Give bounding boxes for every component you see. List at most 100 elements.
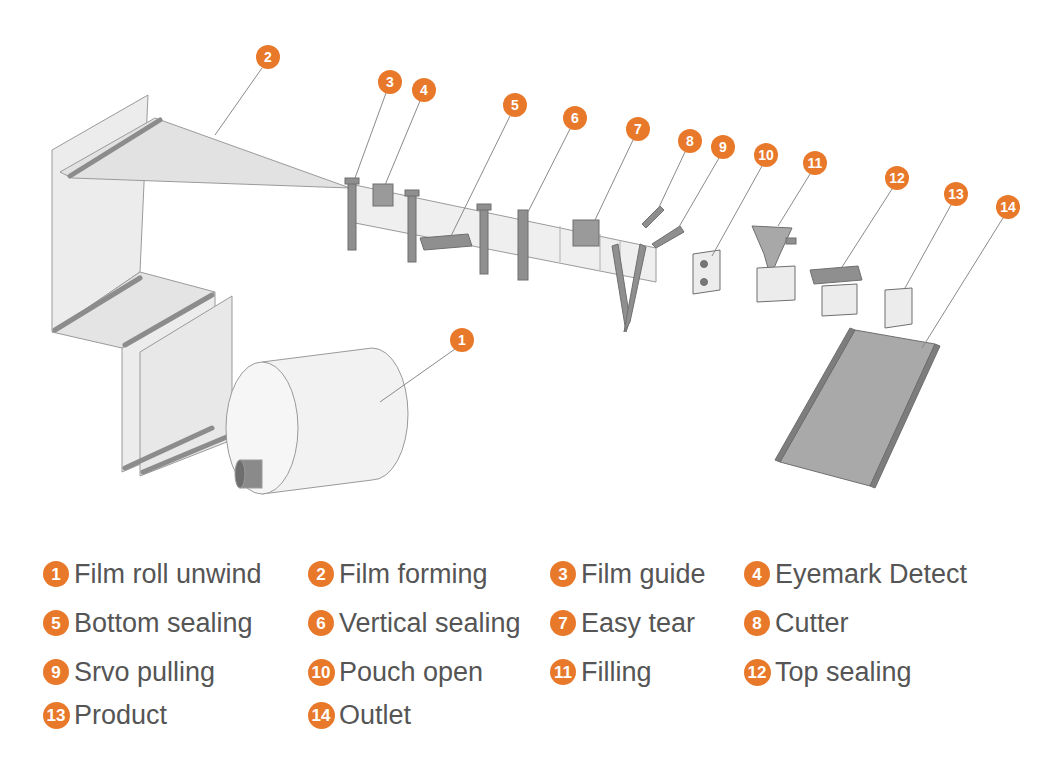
film-guide (345, 178, 359, 184)
leader-line (842, 189, 892, 267)
pouch (757, 266, 795, 302)
forming-triangle (60, 118, 350, 188)
callout-circle: 7 (550, 610, 576, 636)
callout-number: 9 (51, 664, 60, 681)
part-name: Film guide (581, 558, 706, 590)
leader-line (922, 218, 1003, 348)
callout-circle: 6 (308, 610, 334, 636)
callout-number: 14 (312, 707, 331, 724)
callout-number: 9 (719, 140, 727, 154)
callout-circle: 11 (803, 151, 827, 175)
part-name: Product (74, 699, 167, 731)
part-name: Outlet (339, 699, 411, 731)
part-name: Pouch open (339, 656, 483, 688)
servo-puller (652, 226, 684, 248)
bottom-sealer (420, 234, 472, 250)
callout-circle: 8 (744, 610, 770, 636)
callout-circle: 5 (503, 93, 527, 117)
callout-number: 7 (558, 615, 567, 632)
callout-circle: 8 (678, 129, 702, 153)
callout-number: 12 (889, 171, 905, 185)
callout-number: 12 (748, 664, 767, 681)
roller (70, 120, 160, 176)
vertical-sealer (518, 210, 528, 280)
roller (125, 295, 212, 345)
callout-circle: 13 (944, 182, 968, 206)
part-name: Bottom sealing (74, 607, 253, 639)
cutter (624, 244, 646, 332)
leader-line (380, 349, 455, 402)
part-name: Filling (581, 656, 652, 688)
callout-number: 11 (554, 664, 572, 681)
callout-number: 14 (1000, 200, 1016, 214)
product-pouch (885, 288, 912, 328)
callout-circle: 5 (43, 610, 69, 636)
roll-core (235, 460, 245, 488)
outlet-chute (775, 328, 855, 462)
callout-circle: 1 (450, 328, 474, 352)
part-name: Eyemark Detect (775, 558, 967, 590)
film-guide (480, 206, 488, 274)
callout-circle: 10 (308, 659, 335, 686)
leader-line (385, 101, 420, 185)
film-guide (405, 190, 419, 196)
part-name: Top sealing (775, 656, 912, 688)
leader-line (215, 68, 262, 135)
callout-number: 10 (312, 664, 331, 681)
easy-tear-unit (573, 220, 599, 246)
servo-puller (642, 206, 664, 228)
leader-line (712, 166, 762, 256)
callout-number: 2 (316, 566, 325, 583)
callout-circle: 4 (412, 78, 436, 102)
callout-circle: 7 (626, 117, 650, 141)
top-sealer (810, 266, 862, 284)
callout-circle: 14 (308, 702, 335, 729)
part-name: Film forming (339, 558, 488, 590)
callout-number: 5 (511, 98, 519, 112)
pouch-division (600, 234, 601, 270)
pouch-opener (701, 261, 708, 268)
callout-number: 13 (47, 707, 66, 724)
pouch (822, 284, 857, 316)
callout-number: 10 (758, 148, 774, 162)
leader-line (676, 158, 719, 232)
roller (55, 278, 140, 330)
callout-number: 7 (634, 122, 642, 136)
callout-circle: 12 (885, 166, 909, 190)
callout-circle: 14 (996, 195, 1020, 219)
callout-number: 3 (386, 75, 394, 89)
pouch-opener (701, 279, 708, 286)
callout-number: 11 (808, 156, 823, 170)
callout-number: 3 (558, 566, 567, 583)
callout-number: 8 (686, 134, 694, 148)
film-strip (350, 184, 656, 282)
callout-number: 4 (420, 83, 428, 97)
callout-circle: 6 (563, 106, 587, 130)
callout-number: 4 (752, 566, 761, 583)
pouch-division (560, 226, 561, 262)
film-guide (348, 180, 356, 250)
callout-number: 1 (458, 333, 466, 347)
film-guide (477, 204, 491, 210)
part-name: Easy tear (581, 607, 695, 639)
callout-circle: 3 (378, 70, 402, 94)
pouch-opener (693, 250, 720, 294)
callout-circle: 3 (550, 561, 576, 587)
roller (143, 436, 229, 472)
callout-number: 5 (51, 615, 60, 632)
leader-line (450, 116, 510, 238)
callout-circle: 13 (43, 702, 70, 729)
callout-number: 2 (264, 50, 272, 64)
film-guide (408, 192, 416, 262)
part-name: Cutter (775, 607, 849, 639)
callout-circle: 2 (256, 45, 280, 69)
leader-line (355, 93, 386, 178)
leader-line (652, 152, 685, 222)
callout-circle: 10 (754, 143, 778, 167)
outlet-chute (870, 344, 940, 488)
leader-line (528, 129, 570, 212)
callout-number: 6 (316, 615, 325, 632)
callout-circle: 4 (744, 561, 770, 587)
